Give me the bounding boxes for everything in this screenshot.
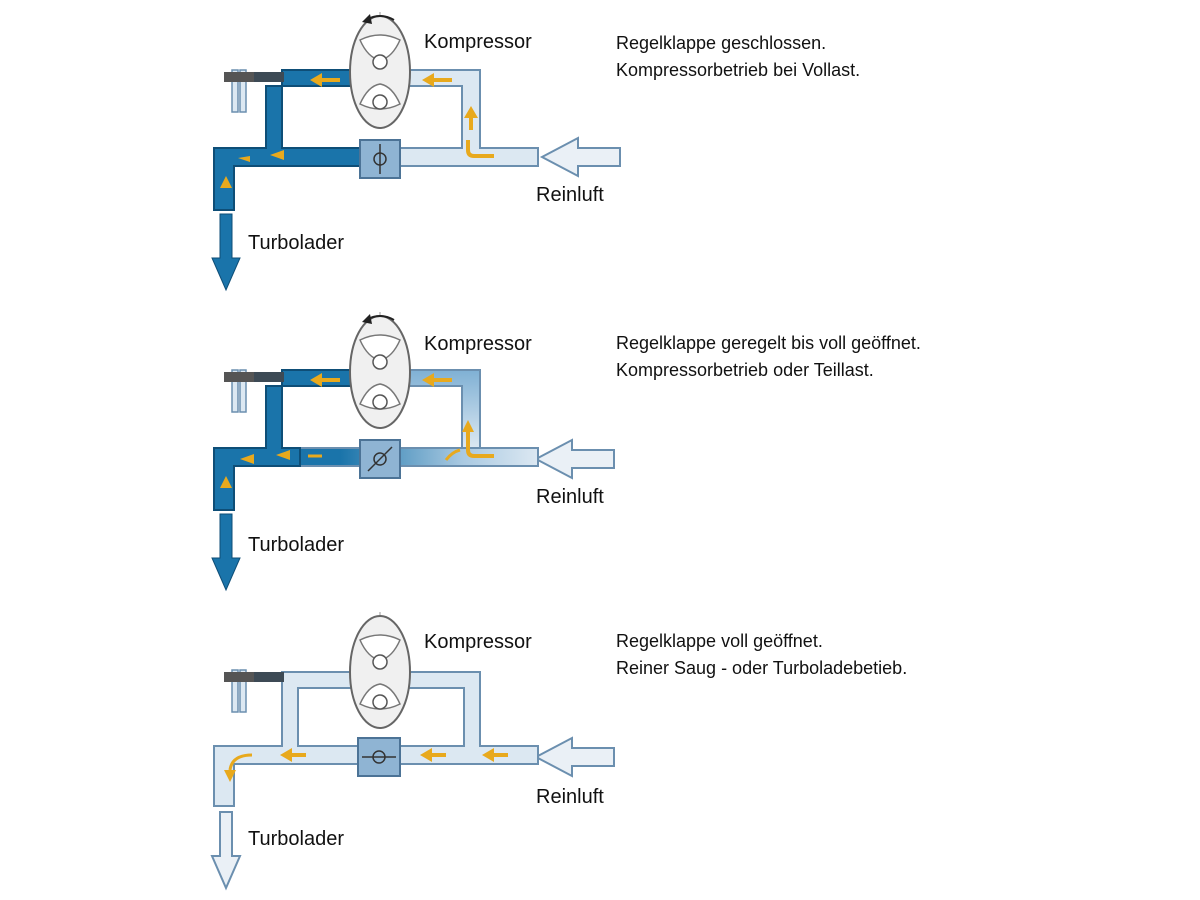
inlet-label: Reinluft	[536, 786, 604, 808]
inlet-arrow	[533, 736, 615, 778]
outlet-label: Turbolader	[248, 534, 344, 556]
compressor-icon	[349, 12, 411, 130]
actuator-icon	[224, 69, 284, 113]
diagram-partial	[211, 312, 615, 592]
outlet-label: Turbolader	[248, 828, 344, 850]
flow-arrows	[224, 748, 508, 782]
compressor-label: Kompressor	[424, 31, 532, 53]
panel-partial: Kompressor Reinluft Turbolader Regelklap…	[0, 300, 1200, 600]
actuator-icon	[224, 369, 284, 413]
compressor-label: Kompressor	[424, 333, 532, 355]
description-line-1: Regelklappe voll geöffnet.	[616, 631, 823, 651]
flow-arrows	[220, 373, 494, 488]
inlet-label: Reinluft	[536, 486, 604, 508]
description-line-2: Kompressorbetrieb oder Teillast.	[616, 360, 874, 380]
actuator-icon	[224, 669, 284, 713]
throttle-valve-closed	[359, 139, 401, 179]
description: Regelklappe geschlossen. Kompressorbetri…	[616, 30, 860, 84]
panel-closed: Kompressor Reinluft Turbolader Regelklap…	[0, 0, 1200, 300]
inlet-arrow	[539, 136, 621, 178]
inlet-arrow	[533, 438, 615, 480]
description-line-2: Reiner Saug - oder Turboladebetieb.	[616, 658, 908, 678]
diagram-closed	[211, 12, 621, 292]
inlet-label: Reinluft	[536, 184, 604, 206]
pipe-pressure	[213, 69, 361, 211]
outlet-label: Turbolader	[248, 232, 344, 254]
compressor-icon	[349, 612, 411, 730]
description: Regelklappe geregelt bis voll geöffnet. …	[616, 330, 921, 384]
outlet-arrow	[210, 811, 242, 891]
compressor-icon	[349, 312, 411, 430]
description-line-1: Regelklappe geschlossen.	[616, 33, 827, 53]
throttle-valve-partial	[359, 439, 401, 479]
throttle-valve-open	[357, 737, 401, 777]
outlet-arrow	[211, 513, 241, 592]
description-line-2: Kompressorbetrieb bei Vollast.	[616, 60, 861, 80]
panel-open: Kompressor Reinluft Turbolader Regelklap…	[0, 600, 1200, 900]
diagram-open	[210, 612, 615, 891]
description: Regelklappe voll geöffnet. Reiner Saug -…	[616, 628, 907, 682]
outlet-arrow	[211, 213, 241, 292]
compressor-label: Kompressor	[424, 631, 532, 653]
pipe-pressure	[213, 369, 356, 511]
flow-arrows	[220, 73, 494, 188]
description-line-1: Regelklappe geregelt bis voll geöffnet.	[616, 333, 921, 353]
